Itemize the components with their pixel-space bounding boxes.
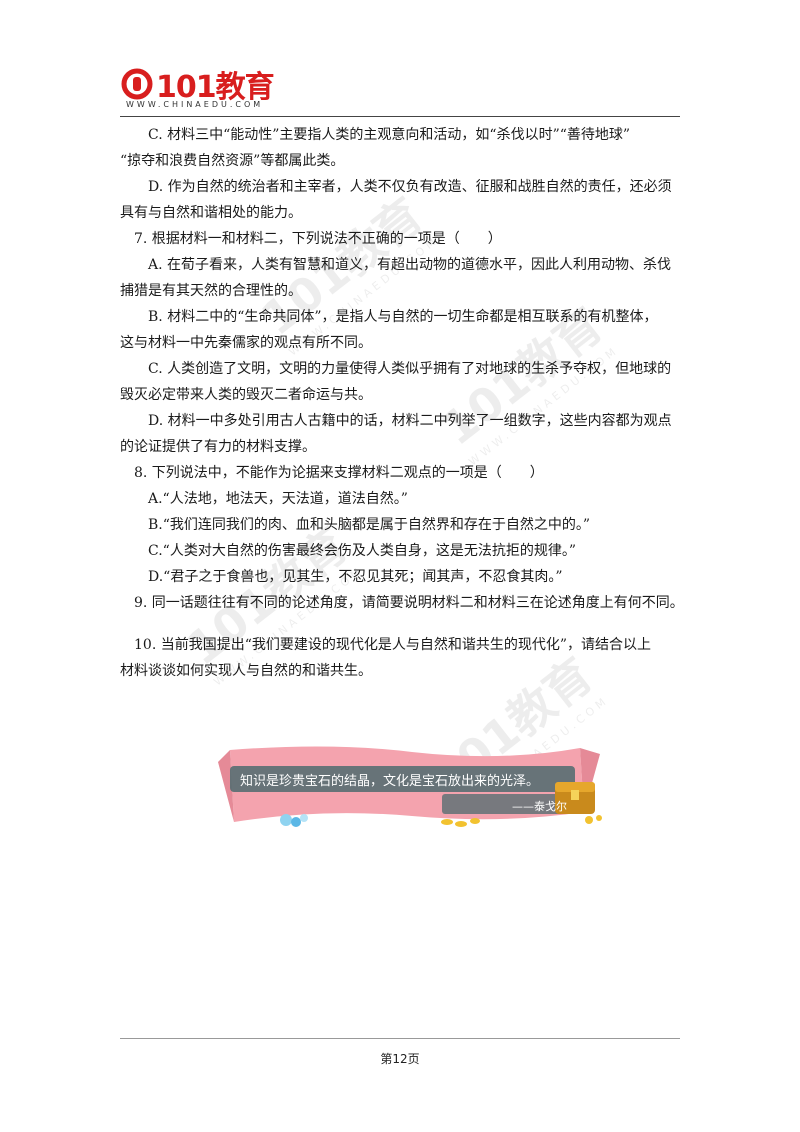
option-8d: D.“君子之于食兽也，见其生，不忍见其死；闻其声，不忍食其肉。” [148,569,563,585]
option-7c-line2: 毁灭必定带来人类的毁灭二者命运与共。 [120,387,372,403]
option-7d-line1: D. 材料一中多处引用古人古籍中的话，材料二中列举了一组数字，这些内容都为观点 [148,413,672,429]
option-7d-line2: 的论证提供了有力的材料支撑。 [120,439,316,455]
coins-icon [441,818,480,827]
question-10-line2: 材料谈谈如何实现人与自然的和谐共生。 [120,663,372,679]
banner-quote: 知识是珍贵宝石的结晶，文化是宝石放出来的光泽。 [240,774,540,789]
option-7b-line1: B. 材料二中的“生命共同体”，是指人与自然的一切生命都是相互联系的有机整体， [148,309,658,325]
option-7a-line1: A. 在荀子看来，人类有智慧和道义，有超出动物的道德水平，因此人利用动物、杀伐 [148,257,672,273]
option-8b: B.“我们连同我们的肉、血和头脑都是属于自然界和存在于自然之中的。” [148,517,591,533]
logo-ring-icon [121,68,153,100]
banner-author: ——泰戈尔 [512,800,567,813]
page-number: 第12页 [380,1052,420,1066]
option-7a-line2: 捕猎是有其天然的合理性的。 [120,283,302,299]
option-6d-line2: 具有与自然和谐相处的能力。 [120,205,302,221]
question-7: 7. 根据材料一和材料二，下列说法不正确的一项是（ ） [134,231,502,247]
question-9: 9. 同一话题往往有不同的论述角度，请简要说明材料二和材料三在论述角度上有何不同… [134,595,684,611]
question-8: 8. 下列说法中，不能作为论据来支撑材料二观点的一项是（ ） [134,465,544,481]
option-6c-line2: “掠夺和浪费自然资源”等都属此类。 [120,153,345,169]
page-header: 101教育 WWW.CHINAEDU.COM [120,62,680,118]
footer-divider [120,1038,680,1039]
document-body: C. 材料三中“能动性”主要指人类的主观意向和活动，如“杀伐以时”“善待地球” … [120,122,685,684]
logo: 101教育 [120,62,275,106]
option-7c-line1: C. 人类创造了文明，文明的力量使得人类似乎拥有了对地球的生杀予夺权，但地球的 [148,361,672,377]
quote-banner: 知识是珍贵宝石的结晶，文化是宝石放出来的光泽。 ——泰戈尔 [212,742,607,834]
option-6d-line1: D. 作为自然的统治者和主宰者，人类不仅负有改造、征服和战胜自然的责任，还必须 [148,179,672,195]
gems-icon [280,814,308,827]
logo-subtitle: WWW.CHINAEDU.COM [126,100,264,109]
question-10-line1: 10. 当前我国提出“我们要建设的现代化是人与自然和谐共生的现代化”，请结合以上 [134,637,652,653]
option-7b-line2: 这与材料一中先秦儒家的观点有所不同。 [120,335,372,351]
treasure-chest-icon [555,782,602,824]
option-8a: A.“人法地，地法天，天法道，道法自然。” [148,491,408,507]
header-divider [120,116,680,117]
option-6c-line1: C. 材料三中“能动性”主要指人类的主观意向和活动，如“杀伐以时”“善待地球” [148,127,631,143]
option-8c: C.“人类对大自然的伤害最终会伤及人类自身，这是无法抗拒的规律。” [148,543,576,559]
logo-text: 101教育 [156,70,275,105]
